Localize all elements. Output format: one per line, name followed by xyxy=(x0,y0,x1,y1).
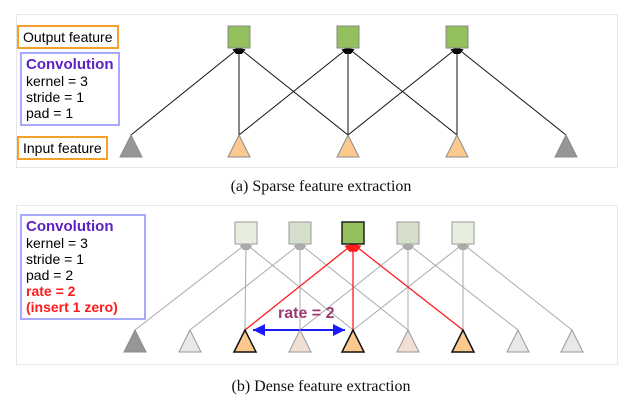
output-feature-text: Output feature xyxy=(23,29,113,45)
input-node xyxy=(445,133,469,158)
conv-params-box-a: Convolution kernel = 3 stride = 1 pad = … xyxy=(20,52,120,126)
conv-kernel-b: kernel = 3 xyxy=(26,235,88,251)
padding-node xyxy=(506,328,530,353)
highlighted-output-node xyxy=(341,221,365,245)
zero-inserted-node xyxy=(288,328,312,353)
sparse-diagram xyxy=(119,25,578,158)
input-node xyxy=(227,133,251,158)
caption-a: (a) Sparse feature extraction xyxy=(230,178,412,195)
padding-node xyxy=(119,133,143,158)
padding-node xyxy=(123,328,147,353)
output-node xyxy=(234,221,258,245)
output-node xyxy=(288,221,312,245)
output-node xyxy=(396,221,420,245)
output-feature-label: Output feature xyxy=(17,25,119,49)
edge xyxy=(456,47,567,136)
conv-stride-a: stride = 1 xyxy=(26,89,84,105)
output-node xyxy=(451,221,475,245)
conv-rate-b: rate = 2 xyxy=(26,283,76,299)
input-feature-label: Input feature xyxy=(17,136,108,160)
rate-annotation: rate = 2 xyxy=(278,305,335,322)
active-input-node xyxy=(232,328,258,353)
padding-node xyxy=(178,328,202,353)
edge xyxy=(347,47,458,136)
output-node xyxy=(445,25,469,49)
faded-edge xyxy=(189,243,301,331)
padding-node xyxy=(554,133,578,158)
faded-edge xyxy=(299,243,409,331)
caption-b: (b) Dense feature extraction xyxy=(231,378,411,395)
conv-stride-b: stride = 1 xyxy=(26,251,84,267)
edge xyxy=(130,47,240,136)
active-input-node xyxy=(340,328,366,353)
output-node xyxy=(227,25,251,49)
conv-params-box-b: Convolution kernel = 3 stride = 1 pad = … xyxy=(20,214,146,320)
faded-edge xyxy=(462,243,573,331)
input-node xyxy=(336,133,360,158)
active-input-node xyxy=(450,328,476,353)
padding-node xyxy=(560,328,584,353)
zero-inserted-node xyxy=(396,328,420,353)
faded-edge xyxy=(134,243,247,331)
edge xyxy=(238,47,349,136)
input-feature-text: Input feature xyxy=(23,140,102,156)
conv-pad-b: pad = 2 xyxy=(26,267,74,283)
conv-pad-a: pad = 1 xyxy=(26,105,74,121)
dense-diagram xyxy=(123,221,584,353)
conv-title-b: Convolution xyxy=(26,218,114,235)
conv-rate-note-b: (insert 1 zero) xyxy=(26,299,118,315)
conv-title-a: Convolution xyxy=(26,56,114,73)
conv-kernel-a: kernel = 3 xyxy=(26,73,88,89)
output-node xyxy=(336,25,360,49)
highlight-edge xyxy=(244,243,354,331)
highlight-edge xyxy=(352,243,464,331)
